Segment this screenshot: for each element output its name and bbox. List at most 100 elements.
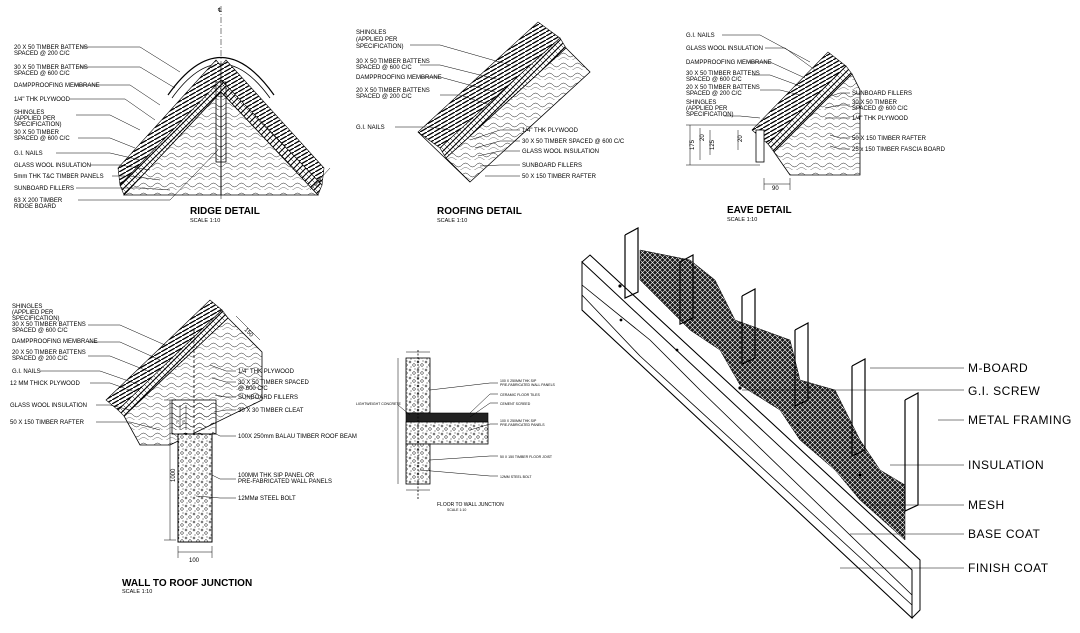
svg-text:30 X 50 TIMBER SPACED: 30 X 50 TIMBER SPACED — [238, 380, 309, 386]
svg-text:30 X 50 TIMBER: 30 X 50 TIMBER — [14, 130, 60, 136]
svg-text:50 X 150 TIMBER RAFTER: 50 X 150 TIMBER RAFTER — [522, 174, 597, 180]
svg-text:1/4" THK PLYWOOD: 1/4" THK PLYWOOD — [238, 369, 295, 375]
svg-text:100MM THK SIP PANEL OR: 100MM THK SIP PANEL OR — [238, 473, 315, 479]
svg-text:SPACED @ 600 C/C: SPACED @ 600 C/C — [686, 77, 742, 83]
svg-text:SPACED @ 200 C/C: SPACED @ 200 C/C — [356, 94, 412, 100]
svg-text:12MM STEEL BOLT: 12MM STEEL BOLT — [500, 475, 532, 479]
svg-text:20 X 50 TIMBER BATTENS: 20 X 50 TIMBER BATTENS — [14, 45, 88, 51]
svg-text:PRE-FABRICATED WALL PANELS: PRE-FABRICATED WALL PANELS — [238, 479, 332, 485]
svg-text:(APPLIED PER: (APPLIED PER — [14, 116, 56, 122]
roofing-labels: SHINGLES (APPLIED PER SPECIFICATION) 30 … — [356, 30, 625, 180]
svg-text:RIDGE BOARD: RIDGE BOARD — [14, 204, 57, 210]
svg-text:GLASS WOOL INSULATION: GLASS WOOL INSULATION — [14, 163, 91, 169]
eave-title: EAVE DETAIL — [727, 205, 792, 216]
svg-text:1/4" THK PLYWOOD: 1/4" THK PLYWOOD — [522, 128, 579, 134]
svg-text:SPECIFICATION): SPECIFICATION) — [12, 316, 60, 322]
svg-text:(APPLIED PER: (APPLIED PER — [12, 310, 54, 316]
svg-text:SPACED @ 600 C/C: SPACED @ 600 C/C — [14, 71, 70, 77]
eave-dim-175: 175 — [690, 139, 696, 150]
svg-text:G.I. NAILS: G.I. NAILS — [686, 33, 715, 39]
label-gi-screw: G.I. SCREW — [968, 384, 1041, 398]
svg-text:12MMø STEEL BOLT: 12MMø STEEL BOLT — [238, 496, 296, 502]
svg-text:20 X 50 TIMBER BATTENS: 20 X 50 TIMBER BATTENS — [12, 350, 86, 356]
eave-dims — [686, 124, 791, 190]
svg-text:SUNBOARD FILLERS: SUNBOARD FILLERS — [238, 395, 298, 401]
svg-text:SPECIFICATION): SPECIFICATION) — [356, 44, 404, 50]
svg-text:G.I. NAILS: G.I. NAILS — [356, 125, 385, 131]
label-metal-framing: METAL FRAMING — [968, 413, 1072, 427]
ridge-labels: 20 X 50 TIMBER BATTENS SPACED @ 200 C/C … — [14, 45, 104, 210]
svg-text:1/4" THK PLYWOOD: 1/4" THK PLYWOOD — [14, 97, 71, 103]
svg-text:@ 600 C/C: @ 600 C/C — [238, 386, 268, 392]
wall-roof-dim-75b: 75 — [182, 420, 186, 424]
svg-text:GLASS WOOL INSULATION: GLASS WOOL INSULATION — [522, 149, 599, 155]
svg-text:DAMPPROOFING MEMBRANE: DAMPPROOFING MEMBRANE — [686, 60, 772, 66]
roofing-detail: SHINGLES (APPLIED PER SPECIFICATION) 30 … — [356, 21, 625, 224]
wall-roof-labels: SHINGLES (APPLIED PER SPECIFICATION) 30 … — [10, 304, 357, 502]
svg-text:DAMPPROOFING MEMBRANE: DAMPPROOFING MEMBRANE — [356, 75, 442, 81]
svg-text:SPACED @ 600 C/C: SPACED @ 600 C/C — [852, 106, 908, 112]
svg-text:PRE-FABRICATED WALL PANELS: PRE-FABRICATED WALL PANELS — [500, 383, 556, 387]
wall-roof-dim-1000: 1000 — [171, 468, 177, 482]
eave-scale: SCALE 1:10 — [727, 217, 757, 223]
ridge-detail: ℄ 150 20 X 50 TIMB — [14, 6, 331, 224]
svg-text:30 X 50 TIMBER BATTENS: 30 X 50 TIMBER BATTENS — [14, 65, 88, 71]
svg-text:G.I. NAILS: G.I. NAILS — [14, 151, 43, 157]
svg-text:5mm THK T&C TIMBER PANELS: 5mm THK T&C TIMBER PANELS — [14, 174, 104, 180]
svg-text:SHINGLES: SHINGLES — [356, 30, 386, 36]
svg-text:SPACED @ 200 C/C: SPACED @ 200 C/C — [14, 51, 70, 57]
svg-text:CEMENT SCREED: CEMENT SCREED — [500, 402, 531, 406]
svg-text:1/4" THK PLYWOOD: 1/4" THK PLYWOOD — [852, 116, 909, 122]
roofing-leaders — [395, 44, 520, 177]
svg-text:DAMPPROOFING MEMBRANE: DAMPPROOFING MEMBRANE — [12, 339, 98, 345]
wall-roof-dim-100: 100 — [189, 558, 200, 564]
svg-text:63 X 200 TIMBER: 63 X 200 TIMBER — [14, 198, 63, 204]
wall-roof-dim-150: 150 — [243, 327, 255, 339]
svg-text:30 X 50 TIMBER: 30 X 50 TIMBER — [852, 100, 898, 106]
label-insulation: INSULATION — [968, 458, 1044, 472]
wall-roof-scale: SCALE 1:10 — [122, 589, 152, 595]
eave-labels: G.I. NAILS GLASS WOOL INSULATION DAMPPRO… — [686, 33, 946, 153]
floor-wall-dims — [397, 351, 498, 491]
ridge-title: RIDGE DETAIL — [190, 206, 260, 217]
roofing-scale: SCALE 1:10 — [437, 218, 467, 224]
svg-text:(APPLIED PER: (APPLIED PER — [686, 106, 728, 112]
svg-text:SUNBOARD FILLERS: SUNBOARD FILLERS — [852, 91, 912, 97]
svg-text:SPACED @ 600 C/C: SPACED @ 600 C/C — [12, 328, 68, 334]
eave-dim-20b: 20 — [738, 135, 744, 142]
svg-text:(APPLIED PER: (APPLIED PER — [356, 37, 398, 43]
svg-text:50 X 150 TIMBER RAFTER: 50 X 150 TIMBER RAFTER — [10, 420, 85, 426]
svg-text:20 X 50 TIMBER BATTENS: 20 X 50 TIMBER BATTENS — [356, 88, 430, 94]
eave-dim-90: 90 — [772, 186, 779, 192]
svg-text:30 X 50 TIMBER SPACED @ 600 C/: 30 X 50 TIMBER SPACED @ 600 C/C — [522, 139, 625, 145]
svg-text:SHINGLES: SHINGLES — [686, 100, 716, 106]
svg-text:GLASS WOOL INSULATION: GLASS WOOL INSULATION — [10, 403, 87, 409]
label-base-coat: BASE COAT — [968, 527, 1040, 541]
svg-text:SPACED @ 200 C/C: SPACED @ 200 C/C — [686, 91, 742, 97]
ridge-scale: SCALE 1:10 — [190, 218, 220, 224]
svg-text:50 X 150 TIMBER FLOOR JOIST: 50 X 150 TIMBER FLOOR JOIST — [500, 455, 553, 459]
svg-text:20 X 50 TIMBER BATTENS: 20 X 50 TIMBER BATTENS — [686, 85, 760, 91]
screw-dots — [618, 284, 862, 477]
svg-text:100 X 250MM THK SIP: 100 X 250MM THK SIP — [500, 419, 537, 423]
svg-text:SHINGLES: SHINGLES — [12, 304, 42, 310]
svg-text:30 X 50 TIMBER BATTENS: 30 X 50 TIMBER BATTENS — [12, 322, 86, 328]
svg-text:PRE-FABRICATED PANELS: PRE-FABRICATED PANELS — [500, 423, 545, 427]
svg-text:SUNBOARD FILLERS: SUNBOARD FILLERS — [522, 163, 582, 169]
svg-text:SPACED @ 200 C/C: SPACED @ 200 C/C — [12, 356, 68, 362]
ridge-leaders — [56, 46, 219, 201]
svg-text:SUNBOARD FILLERS: SUNBOARD FILLERS — [14, 186, 74, 192]
ridge-dim-150: 150 — [313, 177, 325, 189]
floor-wall-labels: 100 X 250MM THK SIP PRE-FABRICATED WALL … — [356, 379, 556, 479]
roofing-title: ROOFING DETAIL — [437, 206, 522, 217]
eave-detail: 175 20 125 20 90 G.I. NAILS GLASS WOOL I… — [686, 33, 946, 223]
label-m-board: M-BOARD — [968, 361, 1028, 375]
svg-text:LIGHTWEIGHT CONCRETE: LIGHTWEIGHT CONCRETE — [356, 402, 402, 406]
wall-section-labels: M-BOARD G.I. SCREW METAL FRAMING INSULAT… — [968, 361, 1072, 575]
wall-roof-dims — [164, 315, 261, 558]
wall-roof-junction: 1000 100 150 75 75 SHINGLES (APPLIED PER… — [10, 299, 357, 595]
centerline-mark: ℄ — [217, 8, 222, 14]
label-finish-coat: FINISH COAT — [968, 561, 1049, 575]
wall-section-leaders — [742, 367, 964, 569]
